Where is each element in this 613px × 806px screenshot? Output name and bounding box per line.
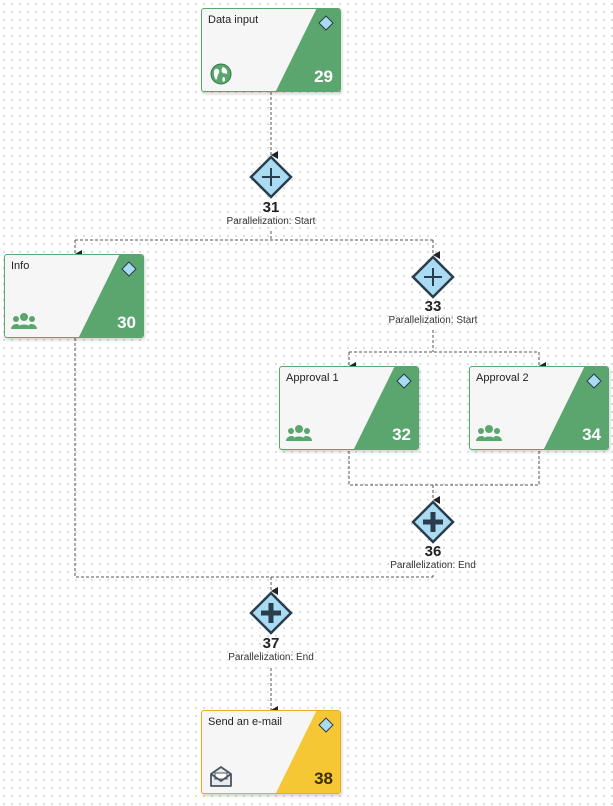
diamond-icon: [318, 717, 334, 733]
gateway-label: Parallelization: End: [390, 560, 476, 571]
task-number: 29: [314, 67, 333, 86]
diamond-icon: [586, 373, 602, 389]
gateway-label: Parallelization: Start: [388, 315, 478, 326]
task-title: Data input: [208, 14, 259, 26]
gateway-number: 37: [262, 635, 280, 652]
task-number: 32: [392, 425, 411, 444]
gateway-31-parallel-icon[interactable]: [249, 155, 293, 199]
task-number: 38: [314, 769, 333, 788]
task-color-band: [543, 367, 608, 449]
task-card-data-input[interactable]: Data input 29: [201, 8, 341, 92]
task-title: Info: [11, 260, 30, 272]
group-icon: [476, 425, 502, 441]
task-number: 30: [117, 313, 136, 332]
gateway-36-parallel-end-icon[interactable]: [411, 500, 455, 544]
task-color-band: [275, 9, 340, 91]
gateway-33-parallel-icon[interactable]: [411, 255, 455, 299]
group-icon: [286, 425, 312, 441]
connector-33-split: [349, 330, 539, 353]
task-title: Approval 2: [476, 372, 529, 384]
mail-icon: [210, 766, 232, 787]
diamond-icon: [121, 261, 137, 277]
task-card-approval-2[interactable]: Approval 2 34: [469, 366, 609, 450]
task-color-band: [78, 255, 143, 337]
gateway-37-parallel-end-icon[interactable]: [249, 591, 293, 635]
gateway-label: Parallelization: End: [228, 652, 314, 663]
connector-36-join: [74, 338, 434, 578]
globe-icon: [210, 63, 232, 85]
task-color-band: [275, 711, 340, 793]
task-title: Send an e-mail: [208, 716, 282, 728]
gateway-number: 31: [262, 199, 280, 216]
gateway-number: 33: [424, 298, 442, 315]
task-card-send-email[interactable]: Send an e-mail 38: [201, 710, 341, 794]
task-card-info[interactable]: Info 30: [4, 254, 144, 338]
task-title: Approval 1: [286, 372, 339, 384]
group-icon: [11, 313, 37, 329]
gateway-number: 36: [424, 543, 442, 560]
task-card-approval-1[interactable]: Approval 1 32: [279, 366, 419, 450]
task-number: 34: [582, 425, 601, 444]
diamond-icon: [396, 373, 412, 389]
task-color-band: [353, 367, 418, 449]
diamond-icon: [318, 15, 334, 31]
connector-32-join: [348, 451, 540, 486]
gateway-label: Parallelization: Start: [226, 216, 316, 227]
connector-31-split: [75, 231, 433, 241]
